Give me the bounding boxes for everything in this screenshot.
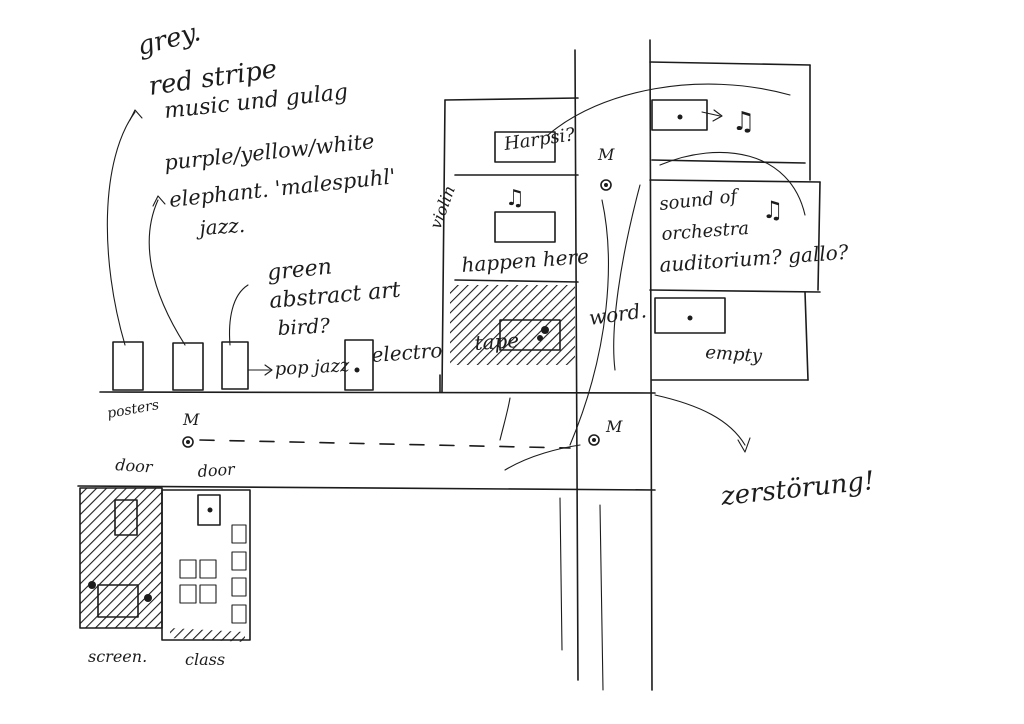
label-green: green [266, 254, 333, 286]
label-screen: screen. [88, 647, 147, 666]
label-colors: purple/yellow/white [163, 129, 376, 175]
svg-text:♫: ♫ [732, 107, 755, 137]
label-auditorium: auditorium? gallo? [659, 240, 850, 277]
label-harpsi: Harpsi? [502, 124, 577, 155]
label-electro: electro [371, 338, 443, 367]
flow-arrows [106, 83, 806, 471]
label-happen: happen here [461, 244, 590, 277]
label-m-mid: M [605, 417, 623, 436]
label-sound-of: sound of [658, 186, 741, 215]
label-word: word. [587, 298, 648, 330]
label-violin: violin [426, 183, 459, 231]
label-pop-jazz: pop jazz [274, 355, 350, 380]
label-m-top: M [597, 145, 615, 164]
label-m-left: M [182, 410, 200, 429]
label-orchestra: orchestra [661, 218, 750, 245]
svg-text:♫: ♫ [762, 196, 784, 224]
label-class: class [185, 650, 225, 669]
right-rooms [649, 61, 821, 381]
label-door-left: door [115, 455, 155, 477]
upper-rooms [439, 97, 579, 393]
vertical-corridor [559, 39, 653, 691]
label-grey: grey. [134, 17, 203, 62]
m-markers [182, 179, 612, 448]
label-jazz: jazz. [195, 213, 246, 240]
label-bird: bird? [277, 313, 331, 340]
label-empty: empty [705, 342, 764, 367]
label-posters: posters [106, 397, 160, 422]
label-door-mid: door [197, 459, 237, 481]
label-tape: tape [474, 328, 520, 355]
label-elephant: elephant. 'malespuhl' [168, 164, 397, 212]
label-zerstoerung: zerstörung! [719, 466, 876, 512]
main-corridor [77, 391, 656, 491]
svg-text:♫: ♫ [505, 186, 525, 211]
poster-boxes [112, 339, 374, 391]
lower-rooms [79, 487, 251, 642]
handwritten-labels: grey. red stripe music und gulag purple/… [88, 17, 876, 669]
music-note-icons: ♫ ♫ ♫ [505, 107, 784, 224]
